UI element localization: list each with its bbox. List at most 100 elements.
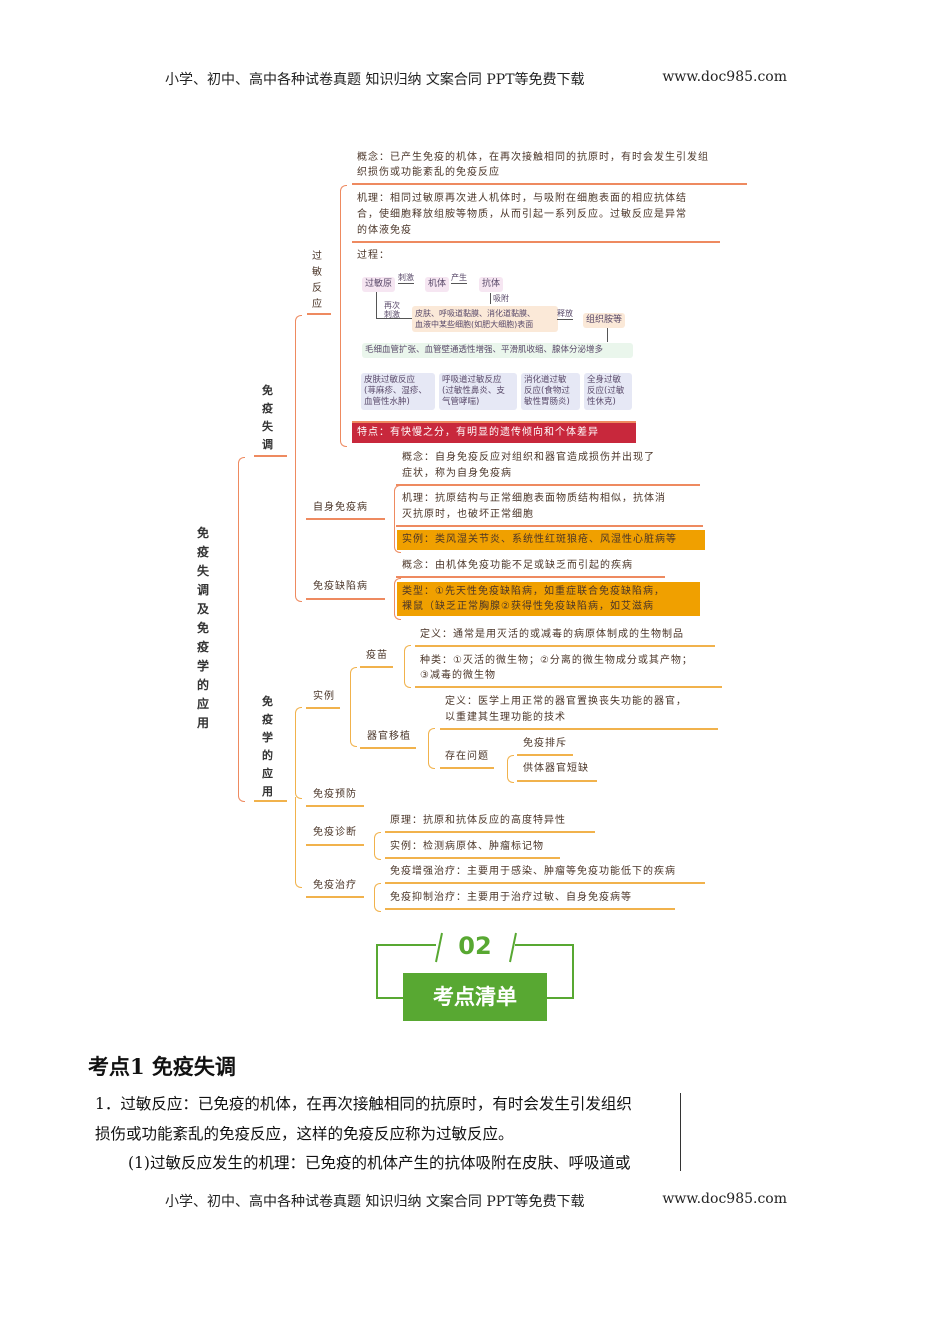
underline [415, 645, 715, 647]
page-footer: 小学、初中、高中各种试卷真题 知识归纳 文案合同 PPT等免费下载 www.doc… [165, 1191, 787, 1211]
underline [254, 800, 287, 802]
vaccine-definition: 定义：通常是用灭活的或减毒的病原体制成的生物制品 [420, 629, 684, 640]
brace [507, 755, 514, 783]
underline [306, 707, 340, 709]
underline [306, 896, 364, 898]
type-line: 反应(食物过 [524, 386, 570, 396]
section-heading: 考点1 免疫失调 [88, 1054, 236, 1079]
body-box: 机体 [425, 277, 450, 292]
transplant-definition: 以重建其生理功能的技术 [445, 712, 566, 723]
autoimmune-concept: 概念：自身免疫反应对组织和器官造成损伤并出现了 [402, 452, 655, 463]
underline [440, 728, 718, 730]
allergy-mechanism: 机理：相同过敏原再次进人机体时，与吸附在细胞表面的相应抗体结 [357, 193, 687, 204]
allergy-concept: 概念：已产生免疫的机体，在再次接触相同的抗原时，有时会发生引发组 [357, 152, 709, 163]
brace [394, 578, 401, 620]
immunodeficiency-concept: 概念：由机体免疫功能不足或缺乏而引起的疾病 [402, 560, 633, 571]
underline [306, 598, 385, 600]
surface-line: 血液中某些细胞(如肥大细胞)表面 [415, 320, 534, 329]
header-url[interactable]: www.doc985.com [662, 69, 787, 85]
types-line: 类型：①先天性免疫缺陷病，如重症联合免疫缺陷病， [402, 586, 665, 597]
vaccine-label: 疫苗 [366, 650, 388, 661]
page-header: 小学、初中、高中各种试卷真题 知识归纳 文案合同 PPT等免费下载 www.doc… [165, 69, 787, 89]
underline [396, 484, 700, 486]
allergy-feature: 特点：有快慢之分，有明显的遗传倾向和个体差异 [352, 423, 636, 443]
badge-frame [376, 932, 574, 999]
effects-box: 毛细血管扩张、血管壁通透性增强、平滑肌收缩、腺体分泌增多 [362, 343, 633, 358]
underline [254, 455, 287, 457]
autoimmune-example: 实例：类风湿关节炎、系统性红斑狼疮、风湿性心脏病等 [397, 530, 705, 550]
footer-text: 小学、初中、高中各种试卷真题 知识归纳 文案合同 PPT等免费下载 [165, 1194, 585, 1210]
underline [517, 754, 573, 756]
application-label: 免疫学的应用 [262, 695, 273, 798]
underline [307, 313, 331, 315]
allergy-mechanism: 的体液免疫 [357, 225, 412, 236]
underline [385, 831, 595, 833]
footer-url[interactable]: www.doc985.com [662, 1191, 787, 1207]
type-line: (荨麻疹、湿疹、 [364, 386, 427, 396]
root-brace [238, 457, 245, 802]
badge-title: 考点清单 [403, 973, 547, 1021]
diagnosis-principle: 原理：抗原和抗体反应的高度特异性 [390, 815, 566, 826]
arrow-label: 吸附 [490, 293, 511, 304]
type-line: 气管哮喘) [442, 397, 480, 407]
underline [385, 882, 705, 884]
brace [404, 645, 411, 688]
type-box: 皮肤过敏反应(荨麻疹、湿疹、血管性水肿) [361, 373, 435, 410]
underline [517, 780, 597, 782]
type-box: 全身过敏反应(过敏性休克) [584, 373, 632, 410]
allergen-box: 过敏原 [362, 277, 396, 292]
brace [374, 883, 381, 912]
surface-box: 皮肤、呼吸道黏膜、消化道黏膜、血液中某些细胞(如肥大细胞)表面 [412, 306, 558, 332]
allergy-concept: 织损伤或功能紊乱的免疫反应 [357, 167, 500, 178]
vaccine-types: ③减毒的微生物 [420, 670, 496, 681]
type-box: 消化道过敏反应(食物过敏性胃肠炎) [521, 373, 580, 410]
surface-line: 皮肤、呼吸道黏膜、消化道黏膜、 [415, 309, 535, 318]
therapy-suppress: 免疫抑制治疗：主要用于治疗过敏、自身免疫病等 [390, 892, 632, 903]
type-line: 性休克) [587, 397, 616, 407]
type-line: 敏性胃肠炎) [524, 397, 570, 407]
examples-label: 实例 [313, 691, 335, 702]
transplant-label: 器官移植 [367, 731, 411, 742]
underline [385, 908, 675, 910]
underline [306, 844, 364, 846]
type-line: 全身过敏 [587, 375, 622, 385]
arrow-label: 刺激 [398, 273, 414, 284]
histamine-box: 组织胺等 [583, 313, 626, 328]
autoimmune-concept: 症状，称为自身免疫病 [402, 468, 512, 479]
brace [374, 832, 381, 860]
transplant-definition: 定义：医学上用正常的器官置换丧失功能的器官， [445, 696, 687, 707]
underline [352, 183, 747, 185]
type-line: 呼吸道过敏反应 [442, 375, 502, 385]
type-line: 反应(过敏 [587, 386, 625, 396]
autoimmune-label: 自身免疫病 [313, 502, 368, 513]
header-text: 小学、初中、高中各种试卷真题 知识归纳 文案合同 PPT等免费下载 [165, 72, 585, 88]
underline [396, 525, 703, 527]
immunodeficiency-label: 免疫缺陷病 [313, 581, 368, 592]
underline [360, 747, 416, 749]
underline [396, 576, 665, 578]
diagnosis-label: 免疫诊断 [313, 827, 357, 838]
type-line: (过敏性鼻炎、支 [442, 386, 505, 396]
type-line: 皮肤过敏反应 [364, 375, 416, 385]
type-box: 呼吸道过敏反应(过敏性鼻炎、支气管哮喘) [439, 373, 517, 410]
underline [415, 686, 722, 688]
prevention-label: 免疫预防 [313, 789, 357, 800]
autoimmune-mechanism: 灭抗原时，也破坏正常细胞 [402, 509, 534, 520]
paragraph-line: 1．过敏反应：已免疫的机体，在再次接触相同的抗原时，有时会发生引发组织 [95, 1095, 632, 1113]
antibody-box: 抗体 [479, 277, 504, 292]
problem-item: 免疫排斥 [523, 738, 567, 749]
diagnosis-example: 实例：检测病原体、肿瘤标记物 [390, 841, 544, 852]
types-line: 裸鼠（缺乏正常胸腺②获得性免疫缺陷病，如艾滋病 [402, 601, 654, 612]
vaccine-types: 种类：①灭活的微生物；②分离的微生物成分或其产物； [420, 655, 693, 666]
brace [295, 707, 302, 799]
problems-label: 存在问题 [445, 751, 489, 762]
paragraph-line: (1)过敏反应发生的机理：已免疫的机体产生的抗体吸附在皮肤、呼吸道或 [128, 1154, 631, 1172]
type-line: 血管性水肿) [364, 397, 410, 407]
problem-item: 供体器官短缺 [523, 763, 589, 774]
underline [360, 666, 393, 668]
immunodeficiency-types: 类型：①先天性免疫缺陷病，如重症联合免疫缺陷病， 裸鼠（缺乏正常胸腺②获得性免疫缺… [397, 582, 700, 616]
allergy-label: 过敏反应 [312, 251, 322, 310]
arrow [607, 328, 608, 342]
arrow-label: 再次刺激 [384, 301, 400, 319]
